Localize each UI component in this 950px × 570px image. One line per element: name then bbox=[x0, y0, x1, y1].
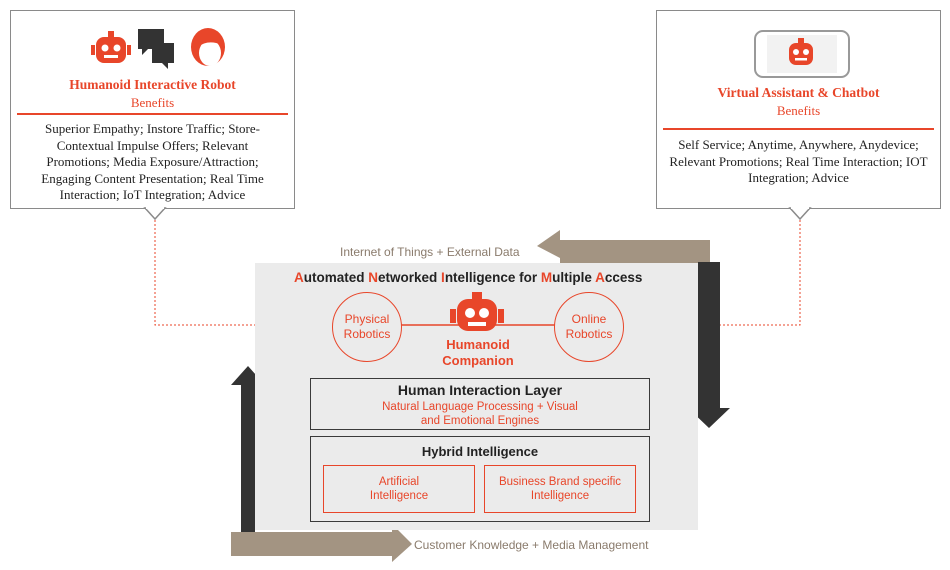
heading-text-part: etworked bbox=[378, 270, 442, 285]
hybrid-intelligence-title: Hybrid Intelligence bbox=[421, 444, 539, 459]
right-connector-line bbox=[630, 220, 801, 326]
bottom-flow-label: Customer Knowledge + Media Management bbox=[414, 538, 649, 552]
companion-robot-icon bbox=[450, 292, 504, 331]
business-brand-intelligence-label: Business Brand specific Intelligence bbox=[498, 476, 622, 502]
left-up-arrow bbox=[231, 366, 265, 545]
left-callout-body: Superior Empathy; Instore Traffic; Store… bbox=[41, 121, 264, 202]
left-callout-icons bbox=[86, 23, 236, 73]
chat-bubbles-icon bbox=[138, 29, 174, 69]
artificial-intelligence-box: Artificial Intelligence bbox=[323, 465, 475, 513]
humanoid-companion-label: Humanoid Companion bbox=[442, 337, 514, 368]
left-callout-subtitle: Benefits bbox=[130, 95, 175, 110]
heading-accent-letter: A bbox=[595, 270, 605, 285]
heading-text-part: utomated bbox=[303, 270, 369, 285]
smartphone-robot-icon bbox=[754, 30, 850, 78]
top-flow-label: Internet of Things + External Data bbox=[340, 245, 520, 259]
top-flow-arrow bbox=[537, 230, 710, 265]
online-robotics-circle: Online Robotics bbox=[554, 292, 624, 362]
bottom-flow-arrow bbox=[231, 524, 412, 562]
interaction-layer-subtitle: Natural Language Processing + Visual and… bbox=[382, 401, 578, 427]
left-connector-line bbox=[154, 208, 338, 326]
heading-text-part: ntelligence for bbox=[444, 270, 541, 285]
left-callout-title: Humanoid Interactive Robot bbox=[69, 77, 236, 92]
human-interaction-layer: Human Interaction Layer Natural Language… bbox=[310, 378, 650, 430]
human-head-icon bbox=[191, 28, 225, 66]
interaction-layer-title: Human Interaction Layer bbox=[397, 382, 563, 398]
right-callout-body: Self Service; Anytime, Anywhere, Anydevi… bbox=[669, 137, 928, 185]
heading-accent-letter: I bbox=[441, 270, 445, 285]
right-callout-subtitle: Benefits bbox=[776, 103, 821, 118]
right-down-arrow bbox=[688, 262, 730, 428]
right-callout-divider bbox=[663, 128, 934, 130]
heading-accent-letter: A bbox=[294, 270, 304, 285]
physical-robotics-circle: Physical Robotics bbox=[332, 292, 402, 362]
robot-icon bbox=[91, 31, 131, 63]
business-brand-intelligence-box: Business Brand specific Intelligence bbox=[484, 465, 636, 513]
hybrid-intelligence-box: Hybrid Intelligence Artificial Intellige… bbox=[310, 436, 650, 522]
heading-accent-letter: N bbox=[368, 270, 379, 285]
physical-robotics-label: Physical Robotics bbox=[343, 312, 391, 341]
heading-text-part: ccess bbox=[604, 270, 643, 285]
left-callout: Humanoid Interactive Robot Benefits Supe… bbox=[10, 10, 295, 209]
right-callout-title: Virtual Assistant & Chatbot bbox=[717, 85, 880, 100]
artificial-intelligence-label: Artificial Intelligence bbox=[369, 476, 429, 502]
heading-accent-letter: M bbox=[540, 270, 553, 285]
online-robotics-label: Online Robotics bbox=[565, 312, 613, 341]
heading-text-part: ultiple bbox=[552, 270, 596, 285]
panel-heading: Automated Networked Intelligence for Mul… bbox=[294, 270, 642, 285]
left-callout-divider bbox=[17, 113, 288, 115]
